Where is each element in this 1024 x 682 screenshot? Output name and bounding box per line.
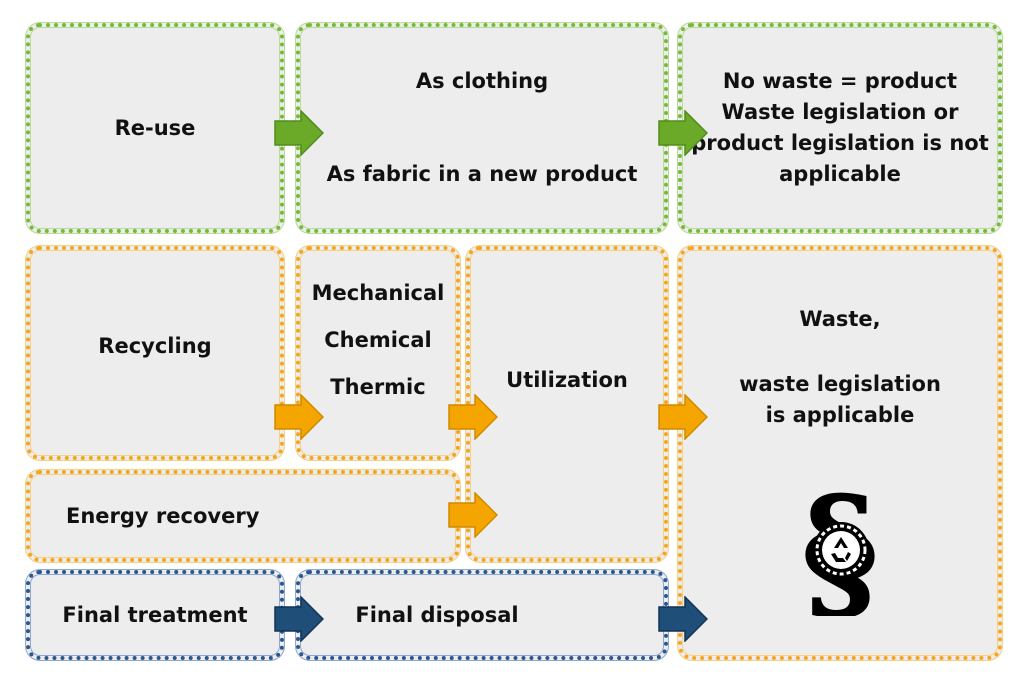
arrow-energy-to-utilization bbox=[448, 492, 498, 538]
method-thermic: Thermic bbox=[330, 375, 426, 399]
reuse-option-fabric: As fabric in a new product bbox=[326, 162, 638, 186]
arrow-utilization-to-waste bbox=[658, 394, 708, 440]
method-chemical: Chemical bbox=[324, 328, 432, 352]
recycling-box: Recycling bbox=[26, 246, 284, 460]
final-disposal-label: Final disposal bbox=[355, 602, 519, 627]
reuse-option-clothing: As clothing bbox=[415, 69, 549, 93]
waste-line-1: waste legislation bbox=[739, 372, 941, 396]
reuse-options-box: As clothing As fabric in a new product bbox=[296, 23, 668, 233]
energy-recovery-label: Energy recovery bbox=[66, 503, 260, 528]
arrow-treatment-to-disposal bbox=[274, 596, 324, 642]
utilization-box: Utilization bbox=[466, 246, 668, 562]
waste-line-2: is applicable bbox=[765, 403, 915, 427]
no-waste-line-1: No waste = product bbox=[722, 69, 958, 93]
waste-title: Waste, bbox=[799, 307, 881, 331]
utilization-label: Utilization bbox=[506, 368, 628, 392]
no-waste-line-4: applicable bbox=[779, 162, 901, 186]
recycling-methods-box: Mechanical Chemical Thermic bbox=[296, 246, 460, 460]
no-waste-box: No waste = product Waste legislation or … bbox=[678, 23, 1002, 233]
arrow-methods-to-utilization bbox=[448, 394, 498, 440]
method-mechanical: Mechanical bbox=[311, 281, 445, 305]
arrow-options-to-no-waste bbox=[658, 110, 708, 156]
final-disposal-box: Final disposal bbox=[296, 570, 668, 660]
energy-recovery-box: Energy recovery bbox=[26, 470, 460, 562]
recycling-label: Recycling bbox=[98, 333, 212, 358]
arrow-reuse-to-options bbox=[274, 110, 324, 156]
final-treatment-label: Final treatment bbox=[62, 602, 248, 627]
no-waste-line-2: Waste legislation or bbox=[721, 100, 959, 124]
no-waste-line-3: product legislation is not bbox=[691, 131, 989, 155]
reuse-label: Re-use bbox=[114, 115, 196, 140]
reuse-box: Re-use bbox=[26, 23, 284, 233]
arrow-disposal-to-waste bbox=[658, 596, 708, 642]
paragraph-recycle-icon: § bbox=[801, 482, 879, 616]
arrow-recycling-to-methods bbox=[274, 394, 324, 440]
waste-box: Waste, waste legislation is applicable bbox=[678, 246, 1002, 660]
final-treatment-box: Final treatment bbox=[26, 570, 284, 660]
